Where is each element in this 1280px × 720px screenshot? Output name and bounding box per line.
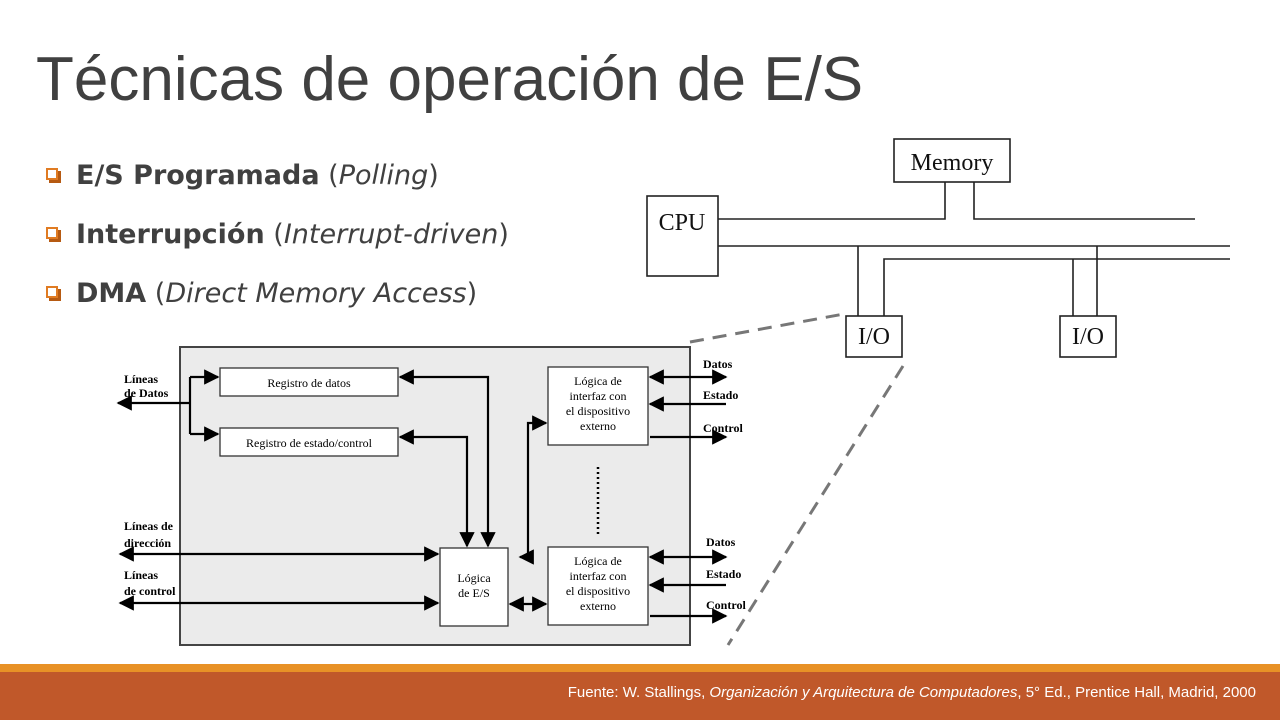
interface-top-line-2: interfaz con [570,389,627,403]
bullet-bold: DMA [76,278,147,309]
bullet-item-interrupt: Interrupción (Interrupt-driven) [46,205,509,264]
bullet-item-dma: DMA (Direct Memory Access) [46,264,509,323]
io-module-left [845,315,903,358]
label-estado-bottom: Estado [706,567,741,581]
memory-box [893,138,1011,183]
label-estado-top: Estado [703,388,738,402]
interface-bottom-line-1: Lógica de [574,554,622,568]
io-module-right [1059,315,1117,358]
paren-open: ( [264,219,284,250]
paren-close: ) [498,219,509,250]
cpu-box [646,195,719,277]
io-logic-box [439,547,509,627]
label-lineas-datos-2: de Datos [124,386,169,400]
slide-title: Técnicas de operación de E/S [36,45,864,114]
io-right-label: I/O [1072,324,1104,350]
label-lineas-datos-1: Líneas [124,372,158,386]
io-module-diagram: Registro de datos Registro de estado/con… [116,346,746,646]
interface-logic-top-box [547,366,649,446]
interface-bottom-line-4: externo [580,599,616,613]
io-diagram: Memory CPU I/O I/O Registro de da [116,138,1230,646]
io-left-label: I/O [858,324,890,350]
citation-prefix: Fuente: W. Stallings, [567,684,710,701]
status-register-label: Registro de estado/control [246,436,373,450]
bullet-italic: Direct Memory Access [165,278,467,309]
label-lineas-direccion-2: dirección [124,536,171,550]
label-lineas-control-2: de control [124,584,176,598]
paren-close: ) [466,278,478,309]
label-control-bottom: Control [706,598,746,612]
source-citation: Fuente: W. Stallings, Organización y Arq… [568,684,1256,701]
arrow-data-register-logic [398,369,496,548]
citation-suffix: , 5° Ed., Prentice Hall, Madrid, 2000 [1017,684,1256,701]
bullet-item-polling: E/S Programada (Polling) [46,146,509,205]
paren-open: ( [319,160,339,191]
memory-label: Memory [911,150,994,176]
citation-book-title: Organización y Arquitectura de Computado… [709,684,1018,701]
interface-top-line-4: externo [580,419,616,433]
footer-bar: Fuente: W. Stallings, Organización y Arq… [0,672,1280,720]
checkbox-bullet-icon [46,167,62,184]
label-lineas-control-1: Líneas [124,568,158,582]
status-register-box [219,427,399,457]
data-register-box [219,367,399,397]
bus-diagram: Memory CPU I/O I/O [646,138,1230,646]
data-register-label: Registro de datos [267,376,351,390]
interface-logic-bottom-box [547,546,649,626]
zoom-line-bottom [726,365,905,646]
io-logic-label-1: Lógica [457,571,491,585]
label-datos-top: Datos [703,357,733,371]
bullet-italic: Polling [338,160,429,191]
cpu-label: CPU [659,210,706,236]
label-lineas-direccion-1: Líneas de [124,519,174,533]
checkbox-bullet-icon [46,285,62,302]
label-control-top: Control [703,421,743,435]
interface-bottom-line-2: interfaz con [570,569,627,583]
interface-bottom-line-3: el dispositivo [566,584,630,598]
label-datos-bottom: Datos [706,535,736,549]
arrow-logic-interface-top [518,415,548,565]
bullet-bold: E/S Programada [76,160,320,191]
interface-top-line-1: Lógica de [574,374,622,388]
bullet-italic: Interrupt-driven [283,219,499,250]
bullet-bold: Interrupción [76,219,265,250]
bullet-list: E/S Programada (Polling) Interrupción (I… [46,146,509,323]
interface-top-line-3: el dispositivo [566,404,630,418]
paren-open: ( [146,278,166,309]
footer-accent-band [0,664,1280,672]
checkbox-bullet-icon [46,226,62,243]
system-bus [718,182,1230,316]
zoom-line-top [689,312,845,344]
io-logic-label-2: de E/S [458,586,490,600]
paren-close: ) [428,160,439,191]
arrow-status-register-logic [398,429,475,548]
